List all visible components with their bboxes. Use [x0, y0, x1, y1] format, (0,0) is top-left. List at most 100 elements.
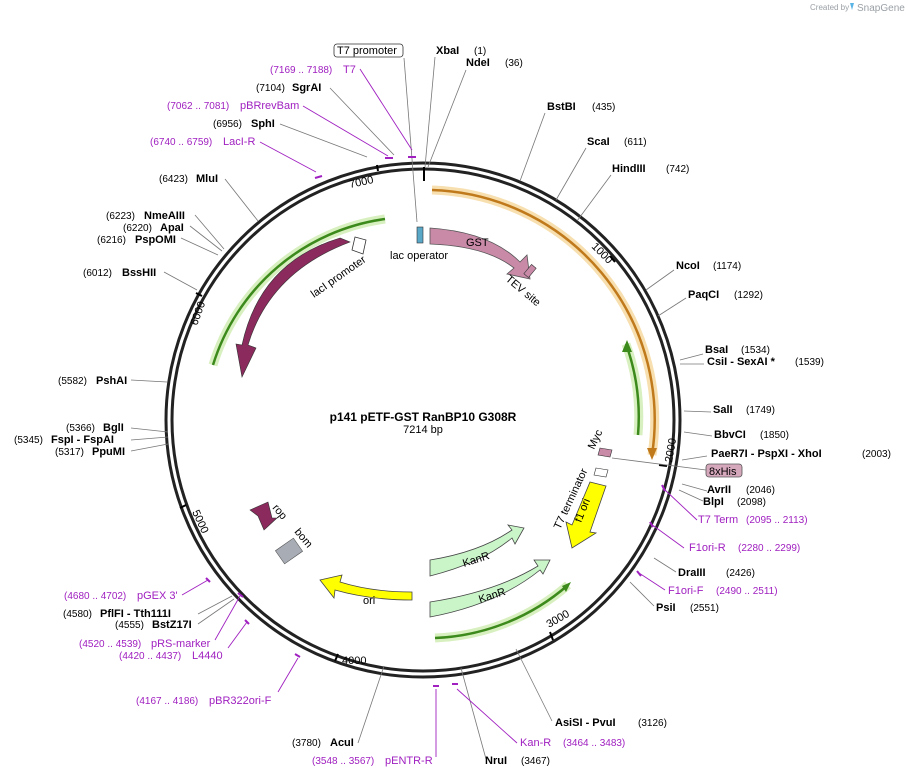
myc-feature — [597, 447, 613, 458]
primer-pbr322ori-f[interactable]: pBR322ori-F — [209, 695, 272, 707]
tick-2000: 2000 — [663, 437, 679, 463]
enzyme-sgrai-pos: (7104) — [256, 83, 285, 94]
enzyme-bgli-pos: (5366) — [66, 423, 95, 434]
enzyme-nmeaiii-pos: (6223) — [106, 211, 135, 222]
primer-f1ori-f[interactable]: F1ori-F — [668, 585, 704, 597]
enzyme-bstz17i[interactable]: BstZ17I — [152, 619, 192, 631]
primer-kan-r-range: (3464 .. 3483) — [563, 738, 625, 749]
enzyme-scai[interactable]: ScaI — [587, 136, 610, 148]
snapgene-logo-icon — [850, 3, 854, 10]
enzyme-bstbi-pos: (435) — [592, 102, 615, 113]
enzyme-bsai[interactable]: BsaI — [705, 344, 728, 356]
enzyme-asisi-pvui[interactable]: AsiSI - PvuI — [555, 717, 616, 729]
enzyme-apai[interactable]: ApaI — [160, 222, 184, 234]
enzyme-sgrai[interactable]: SgrAI — [292, 82, 321, 94]
laci-promoter-feature — [351, 236, 367, 255]
enzyme-bstbi[interactable]: BstBI — [547, 101, 576, 113]
orf-kan-arc — [434, 584, 569, 640]
enzyme-bbvci[interactable]: BbvCI — [714, 429, 746, 441]
enzyme-ppumi-pos: (5317) — [55, 447, 84, 458]
gst-feature — [429, 227, 531, 280]
rop-feature — [249, 501, 278, 531]
enzyme-bstz17i-pos: (4555) — [115, 620, 144, 631]
map-title: p141 pETF-GST RanBP10 G308R — [330, 410, 517, 424]
orf-kan-arrowhead — [562, 582, 571, 592]
enzyme-avrii[interactable]: AvrII — [707, 484, 731, 496]
enzyme-draiii[interactable]: DraIII — [678, 567, 706, 579]
enzyme-bbvci-pos: (1850) — [760, 430, 789, 441]
enzyme-paqci-pos: (1292) — [734, 290, 763, 301]
primer-kan-r[interactable]: Kan-R — [520, 737, 551, 749]
enzyme-ppumi[interactable]: PpuMI — [92, 446, 125, 458]
enzyme-ncoi[interactable]: NcoI — [676, 260, 700, 272]
primer-prs-marker-range: (4520 .. 4539) — [79, 639, 141, 650]
primer-pgex3-range: (4680 .. 4702) — [64, 591, 126, 602]
f1-ori-feature — [565, 481, 607, 549]
enzyme-pshai[interactable]: PshAI — [96, 375, 127, 387]
orf-gst-arc — [431, 188, 656, 456]
primer-laci-r-range: (6740 .. 6759) — [150, 137, 212, 148]
enzyme-sphi-pos: (6956) — [213, 119, 242, 130]
enzyme-sali-pos: (1749) — [746, 405, 775, 416]
primer-t7-term-range: (2095 .. 2113) — [746, 515, 808, 526]
his-tag-box — [705, 463, 743, 478]
enzyme-asisi-pvui-pos: (3126) — [638, 718, 667, 729]
enzyme-hindiii[interactable]: HindIII — [612, 163, 646, 175]
enzyme-acui[interactable]: AcuI — [330, 737, 354, 749]
enzyme-fspi-fspai[interactable]: FspI - FspAI — [51, 434, 114, 446]
enzyme-psii[interactable]: PsiI — [656, 602, 676, 614]
enzyme-draiii-pos: (2426) — [726, 568, 755, 579]
enzyme-csii-sexai[interactable]: CsiI - SexAI * — [707, 356, 776, 368]
primer-prs-marker[interactable]: pRS-marker — [151, 638, 211, 650]
enzyme-blpi[interactable]: BlpI — [703, 496, 724, 508]
primer-pgex3[interactable]: pGEX 3' — [137, 590, 178, 602]
tev-site-label: TEV site — [503, 273, 543, 309]
kanr-feature-1 — [429, 524, 525, 577]
enzyme-bsai-pos: (1534) — [741, 345, 770, 356]
primer-f1ori-r[interactable]: F1ori-R — [689, 542, 726, 554]
primer-t7[interactable]: T7 — [343, 64, 356, 76]
enzyme-blpi-pos: (2098) — [737, 497, 766, 508]
watermark-brand: SnapGene — [857, 3, 905, 14]
enzyme-sphi[interactable]: SphI — [251, 118, 275, 130]
enzyme-sali[interactable]: SalI — [713, 404, 733, 416]
backbone-outer — [164, 161, 682, 679]
t7-promoter-box — [333, 43, 404, 58]
enzyme-mlui-pos: (6423) — [159, 174, 188, 185]
kanr-label-2: KanR — [477, 586, 507, 606]
enzyme-acui-pos: (3780) — [292, 738, 321, 749]
enzyme-nrui-pos: (3467) — [521, 756, 550, 767]
primer-pbrrevbam-range: (7062 .. 7081) — [167, 101, 229, 112]
his-tag-label: 8xHis — [709, 466, 737, 478]
enzyme-bsshii-pos: (6012) — [83, 268, 112, 279]
ori-feature — [319, 574, 413, 601]
enzyme-mlui[interactable]: MluI — [196, 173, 218, 185]
enzyme-paer7i-pspxi-xhoi[interactable]: PaeR7I - PspXI - XhoI — [711, 448, 822, 460]
primer-l4440[interactable]: L4440 — [192, 650, 223, 662]
primer-t7-term[interactable]: T7 Term — [698, 514, 738, 526]
enzyme-pflfi-tth111i[interactable]: PflFI - Tth111I — [100, 608, 171, 620]
enzyme-pspomi[interactable]: PspOMI — [135, 234, 176, 246]
tick-6000: 6000 — [189, 300, 209, 327]
enzyme-nrui[interactable]: NruI — [485, 755, 507, 767]
enzyme-nmeaiii[interactable]: NmeAIII — [144, 210, 185, 222]
primer-pentr-r[interactable]: pENTR-R — [385, 755, 433, 767]
primer-laci-r[interactable]: LacI-R — [223, 136, 255, 148]
enzyme-pshai-pos: (5582) — [58, 376, 87, 387]
primer-l4440-range: (4420 .. 4437) — [119, 651, 181, 662]
enzyme-ncoi-pos: (1174) — [713, 261, 741, 272]
enzyme-ndei[interactable]: NdeI — [466, 57, 490, 69]
enzyme-paqci[interactable]: PaqCI — [688, 289, 719, 301]
enzyme-xbai[interactable]: XbaI — [436, 45, 459, 57]
enzyme-apai-pos: (6220) — [123, 223, 152, 234]
map-length: 7214 bp — [403, 424, 443, 436]
tev-site-feature — [523, 264, 537, 278]
t7-terminator-feature — [593, 467, 609, 478]
enzyme-avrii-pos: (2046) — [746, 485, 775, 496]
enzyme-bgli[interactable]: BglI — [103, 422, 124, 434]
primer-f1ori-f-range: (2490 .. 2511) — [716, 586, 778, 597]
primer-pbrrevbam[interactable]: pBRrevBam — [240, 100, 299, 112]
enzyme-bsshii[interactable]: BssHII — [122, 267, 156, 279]
primer-t7-range: (7169 .. 7188) — [270, 65, 332, 76]
